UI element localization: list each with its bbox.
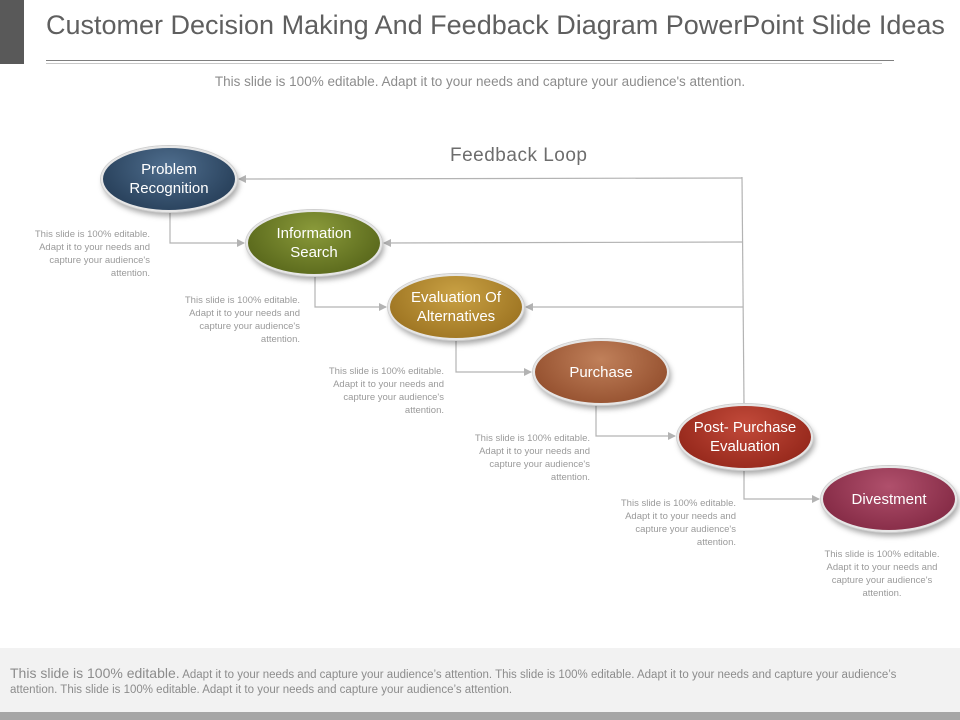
connector-5-6 — [743, 470, 820, 503]
bottom-bar — [0, 712, 960, 720]
footer-lead: This slide is 100% editable. — [10, 665, 180, 681]
title-divider-secondary — [46, 63, 882, 64]
feedback-loop-spine — [741, 176, 745, 405]
footer-panel: This slide is 100% editable. Adapt it to… — [0, 648, 960, 712]
node-purchase: Purchase — [533, 339, 669, 405]
corner-tab — [0, 0, 24, 64]
footer-text: This slide is 100% editable. Adapt it to… — [10, 666, 940, 698]
note-evaluation-of-alternatives: This slide is 100% editable. Adapt it to… — [328, 366, 444, 416]
feedback-loop-label: Feedback Loop — [450, 145, 588, 166]
node-problem-recognition: Problem Recognition — [101, 146, 237, 212]
slide-subtitle: This slide is 100% editable. Adapt it to… — [214, 74, 746, 89]
connector-1-2 — [169, 212, 245, 247]
slide-title: Customer Decision Making And Feedback Di… — [46, 10, 945, 40]
connector-2-3 — [314, 276, 387, 311]
node-information-search: Information Search — [246, 210, 382, 276]
note-problem-recognition: This slide is 100% editable. Adapt it to… — [34, 229, 150, 279]
title-divider — [46, 60, 894, 61]
connector-3-4 — [455, 340, 532, 376]
note-post-purchase-evaluation: This slide is 100% editable. Adapt it to… — [620, 498, 736, 548]
feedback-arrow-information-search — [383, 238, 744, 247]
note-information-search: This slide is 100% editable. Adapt it to… — [184, 295, 300, 345]
note-purchase: This slide is 100% editable. Adapt it to… — [474, 433, 590, 483]
connector-4-5 — [595, 405, 676, 440]
note-divestment: This slide is 100% editable. Adapt it to… — [824, 549, 940, 599]
footer-body: Adapt it to your needs and capture your … — [10, 669, 897, 696]
node-post-purchase-evaluation: Post- Purchase Evaluation — [677, 404, 813, 470]
feedback-arrow-problem-recognition — [238, 174, 743, 183]
node-divestment: Divestment — [821, 466, 957, 532]
node-evaluation-of-alternatives: Evaluation Of Alternatives — [388, 274, 524, 340]
